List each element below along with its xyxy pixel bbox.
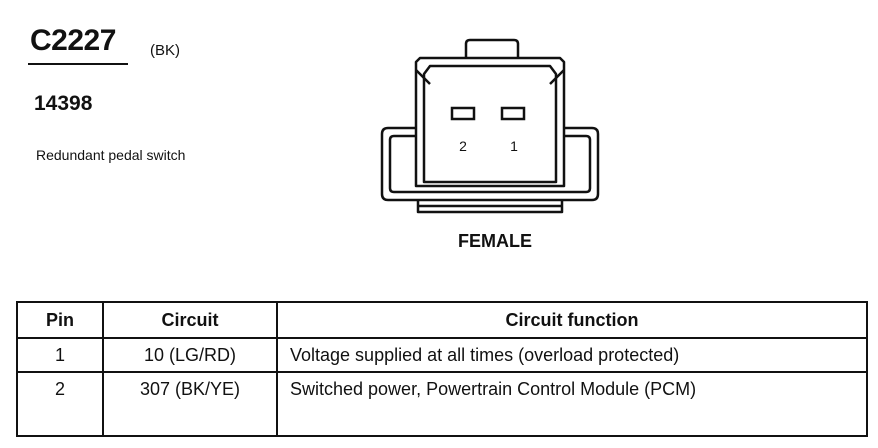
cell-circuit: 10 (LG/RD) xyxy=(102,337,278,373)
connector-face-diagram: 2 1 xyxy=(380,38,600,214)
connector-gender-label: FEMALE xyxy=(458,231,532,251)
connector-id-underline xyxy=(28,63,128,65)
table-row: 1 10 (LG/RD) Voltage supplied at all tim… xyxy=(16,337,868,373)
cell-pin: 1 xyxy=(16,337,104,373)
component-description: Redundant pedal switch xyxy=(36,147,186,163)
cell-circuit-function: Voltage supplied at all times (overload … xyxy=(276,337,868,373)
pin-1-label: 1 xyxy=(510,138,518,154)
connector-top-tab xyxy=(464,38,520,58)
table-header-row: Pin Circuit Circuit function xyxy=(16,301,868,339)
connector-id: C2227 xyxy=(30,24,116,57)
color-code: (BK) xyxy=(150,42,180,59)
pin-2-terminal xyxy=(450,106,476,121)
pinout-table: Pin Circuit Circuit function 1 10 (LG/RD… xyxy=(16,301,868,437)
part-number: 14398 xyxy=(34,92,93,115)
header-pin: Pin xyxy=(16,301,104,339)
header-circuit-function: Circuit function xyxy=(276,301,868,339)
table-row: 2 307 (BK/YE) Switched power, Powertrain… xyxy=(16,371,868,437)
connector-latch-inner xyxy=(388,134,592,194)
pin-2-label: 2 xyxy=(459,138,467,154)
cell-circuit-function: Switched power, Powertrain Control Modul… xyxy=(276,371,868,437)
connector-face xyxy=(422,64,558,184)
cell-circuit: 307 (BK/YE) xyxy=(102,371,278,437)
pin-1-terminal xyxy=(500,106,526,121)
header-circuit: Circuit xyxy=(102,301,278,339)
connector-housing xyxy=(414,56,566,188)
connector-latch xyxy=(380,126,600,202)
cell-pin: 2 xyxy=(16,371,104,437)
